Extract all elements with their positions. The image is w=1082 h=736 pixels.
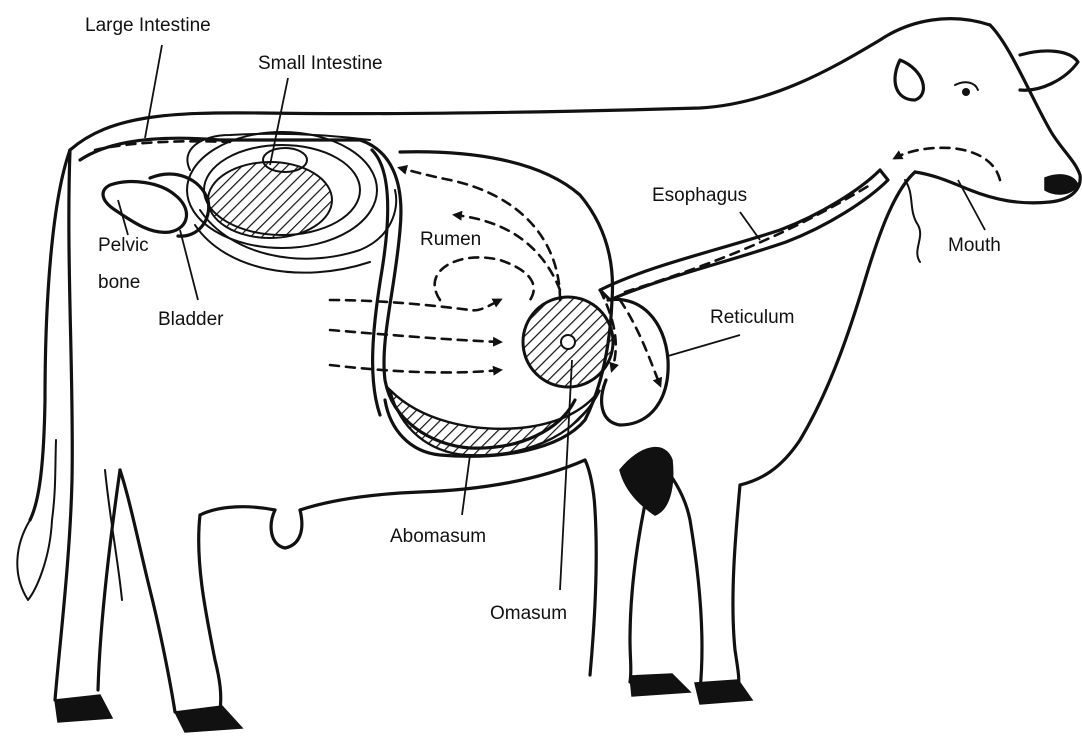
label-esophagus: Esophagus xyxy=(652,185,747,206)
label-mouth: Mouth xyxy=(948,235,1001,256)
label-bladder: Bladder xyxy=(158,309,224,330)
label-omasum: Omasum xyxy=(490,603,567,624)
intestine-loop xyxy=(360,140,575,448)
label-large-intestine: Large Intestine xyxy=(85,15,211,36)
eye-icon xyxy=(962,88,970,96)
pelvic-bone-shape xyxy=(103,182,186,233)
label-small-intestine: Small Intestine xyxy=(258,53,383,74)
label-rumen: Rumen xyxy=(420,229,481,250)
large-intestine-flow xyxy=(95,141,230,150)
label-reticulum: Reticulum xyxy=(710,307,794,328)
label-pelvic-bone-line2: bone xyxy=(98,272,140,293)
small-intestine-coils xyxy=(187,132,396,273)
label-abomasum: Abomasum xyxy=(390,526,486,547)
label-pelvic-bone-line1: Pelvic xyxy=(98,235,149,256)
